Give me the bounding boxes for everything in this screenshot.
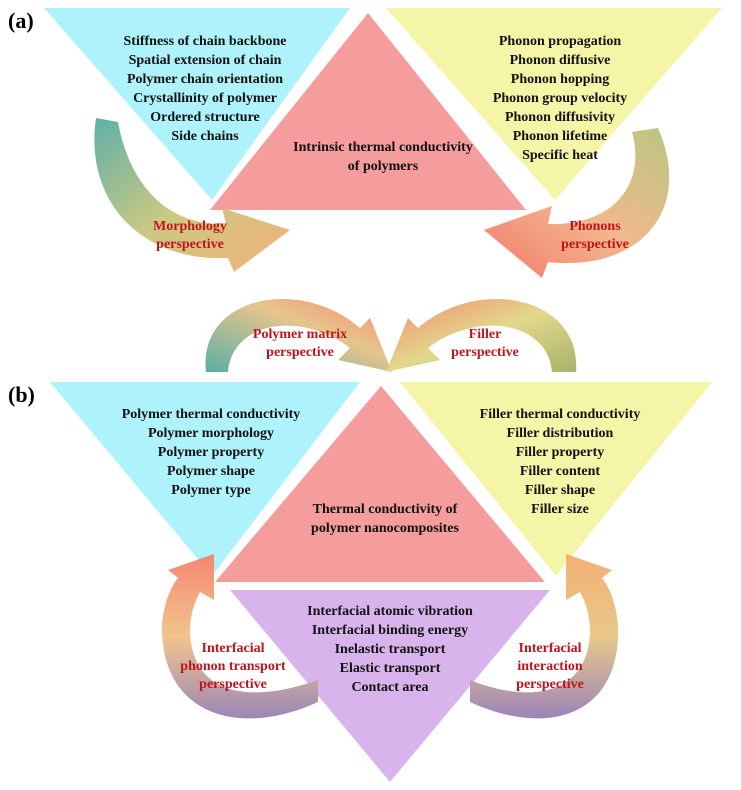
yellow-triangle-b bbox=[400, 382, 712, 576]
label-line: Polymer matrix bbox=[252, 327, 348, 342]
label-line: Morphology bbox=[153, 219, 227, 234]
label-line: interaction bbox=[517, 659, 583, 674]
polymer-matrix-perspective-label: Polymer matrix perspective bbox=[240, 326, 360, 362]
panel-a-label: (a) bbox=[8, 8, 34, 33]
intrinsic-conductivity-title: Intrinsic thermal conductivity of polyme… bbox=[268, 138, 498, 176]
polymer-factors-list: Polymer thermal conductivity Polymer mor… bbox=[98, 405, 324, 500]
cyan-triangle-a bbox=[44, 8, 350, 200]
interfacial-factors-list: Interfacial atomic vibration Interfacial… bbox=[290, 602, 490, 697]
interfacial-factor: Contact area bbox=[351, 680, 429, 695]
morphology-perspective-label: Morphology perspective bbox=[140, 218, 240, 254]
pink-triangle-b bbox=[215, 386, 545, 582]
phonon-factor: Phonon diffusivity bbox=[504, 110, 616, 125]
filler-factor: Filler property bbox=[515, 445, 605, 460]
phonon-factor: Phonon lifetime bbox=[512, 129, 608, 144]
filler-factor: Filler distribution bbox=[506, 426, 614, 441]
filler-perspective-label: Filler perspective bbox=[435, 326, 535, 362]
label-line: perspective bbox=[199, 677, 267, 692]
filler-factor: Filler content bbox=[519, 464, 601, 479]
morphology-factor: Side chains bbox=[171, 129, 239, 144]
morphology-factor: Crystallinity of polymer bbox=[133, 91, 277, 106]
intrinsic-title-line: Intrinsic thermal conductivity bbox=[293, 140, 473, 155]
yellow-triangle-a bbox=[386, 8, 722, 200]
phonon-factor: Phonon propagation bbox=[498, 34, 622, 49]
phonon-factor: Phonon diffusive bbox=[509, 53, 611, 68]
label-line: Filler bbox=[468, 327, 502, 342]
morphology-arrow bbox=[94, 118, 290, 272]
filler-factor: Filler thermal conductivity bbox=[479, 407, 641, 422]
label-line: Phonons bbox=[569, 219, 621, 234]
interfacial-factor: Inelastic transport bbox=[334, 642, 446, 657]
cyan-triangle-b bbox=[50, 382, 360, 576]
intrinsic-title-line: of polymers bbox=[347, 159, 419, 174]
filler-factor: Filler shape bbox=[524, 483, 596, 498]
nanocomposite-title-line: polymer nanocomposites bbox=[311, 521, 459, 536]
morphology-factor: Ordered structure bbox=[150, 110, 260, 125]
label-line: perspective bbox=[156, 237, 224, 252]
morphology-factor: Spatial extension of chain bbox=[128, 53, 282, 68]
interfacial-phonon-transport-perspective-label: Interfacial phonon transport perspective bbox=[168, 640, 298, 694]
phonon-factors-list: Phonon propagation Phonon diffusive Phon… bbox=[470, 32, 650, 165]
interfacial-interaction-arrow bbox=[470, 554, 619, 719]
panel-b-label: (b) bbox=[8, 382, 35, 407]
phonon-factor: Specific heat bbox=[522, 148, 598, 163]
filler-factor: Filler size bbox=[531, 502, 589, 517]
label-line: phonon transport bbox=[180, 659, 286, 674]
pink-triangle-a bbox=[210, 13, 526, 210]
label-line: perspective bbox=[561, 237, 629, 252]
label-line: perspective bbox=[516, 677, 584, 692]
phonons-arrow bbox=[484, 128, 670, 278]
polymer-factor: Polymer thermal conductivity bbox=[121, 407, 301, 422]
interfacial-factor: Interfacial atomic vibration bbox=[307, 604, 473, 619]
phonon-factor: Phonon group velocity bbox=[492, 91, 628, 106]
interfacial-factor: Interfacial binding energy bbox=[311, 623, 469, 638]
interfacial-phonon-transport-arrow bbox=[161, 554, 318, 719]
polymer-factor: Polymer type bbox=[171, 483, 251, 498]
polymer-matrix-arrow bbox=[205, 299, 392, 372]
interfacial-interaction-perspective-label: Interfacial interaction perspective bbox=[500, 640, 600, 694]
phonon-factor: Phonon hopping bbox=[510, 72, 610, 87]
morphology-factor: Stiffness of chain backbone bbox=[123, 34, 287, 49]
nanocomposite-title-line: Thermal conductivity of bbox=[312, 502, 458, 517]
lavender-triangle-b bbox=[230, 590, 550, 782]
filler-arrow bbox=[386, 299, 577, 372]
label-line: Interfacial bbox=[201, 641, 265, 656]
interfacial-factor: Elastic transport bbox=[339, 661, 441, 676]
nanocomposite-conductivity-title: Thermal conductivity of polymer nanocomp… bbox=[285, 500, 485, 538]
label-line: perspective bbox=[266, 345, 334, 360]
polymer-factor: Polymer morphology bbox=[147, 426, 275, 441]
label-line: Interfacial bbox=[518, 641, 582, 656]
morphology-factors-list: Stiffness of chain backbone Spatial exte… bbox=[105, 32, 305, 146]
morphology-factor: Polymer chain orientation bbox=[126, 72, 284, 87]
polymer-factor: Polymer shape bbox=[166, 464, 255, 479]
polymer-factor: Polymer property bbox=[157, 445, 265, 460]
phonons-perspective-label: Phonons perspective bbox=[550, 218, 640, 254]
label-line: perspective bbox=[451, 345, 519, 360]
filler-factors-list: Filler thermal conductivity Filler distr… bbox=[460, 405, 660, 519]
